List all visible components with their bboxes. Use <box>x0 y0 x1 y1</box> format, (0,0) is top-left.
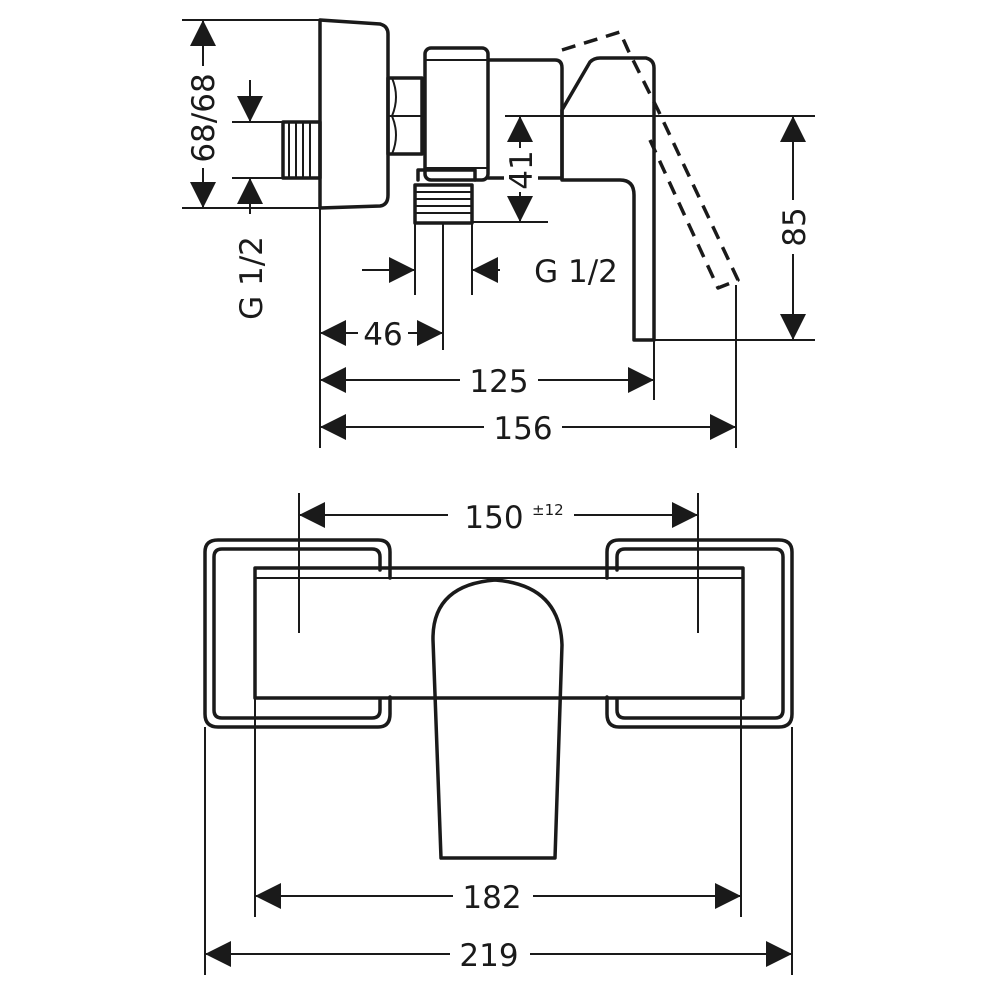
label-outlet-thread: G 1/2 <box>534 254 618 290</box>
front-left-connector <box>203 538 392 729</box>
label-center-distance: 150 <box>464 500 523 536</box>
front-valve-body <box>253 566 745 700</box>
dimension-height-outlet: 41 <box>504 116 540 222</box>
dimension-body-width: 182 <box>255 878 741 916</box>
label-inlet-thread: G 1/2 <box>234 236 270 320</box>
dimension-lever-height: 85 <box>776 116 813 340</box>
dimension-outlet-offset: 46 <box>320 316 443 353</box>
side-lever-open <box>561 30 740 290</box>
side-valve-body <box>423 46 564 182</box>
label-outlet-offset: 46 <box>363 317 402 353</box>
side-rosette <box>318 18 390 210</box>
front-right-connector <box>605 538 794 729</box>
side-view: 68/68 G 1/2 41 85 <box>182 18 815 448</box>
side-inlet-thread <box>281 120 322 180</box>
label-depth-total: 156 <box>493 411 552 447</box>
label-body-width: 182 <box>462 880 521 916</box>
dimension-center-distance: 150 ±12 <box>299 497 698 536</box>
side-outlet-thread <box>413 168 477 225</box>
side-extension-lines <box>182 19 815 448</box>
dimension-depth-total: 156 <box>320 409 736 447</box>
label-total-width: 219 <box>459 938 518 974</box>
label-height-outlet: 41 <box>504 150 540 189</box>
side-hex-nut <box>386 76 424 156</box>
dimension-outlet-thread: G 1/2 <box>362 254 618 290</box>
side-lever <box>560 56 656 342</box>
front-view: 150 ±12 182 219 <box>203 493 794 975</box>
label-lever-height: 85 <box>777 207 813 246</box>
dimension-inlet-thread: G 1/2 <box>234 80 270 320</box>
dimension-height-total: 68/68 <box>186 20 222 208</box>
dimension-depth-lever: 125 <box>320 362 654 400</box>
dimension-total-width: 219 <box>205 936 792 974</box>
front-lever <box>431 578 564 860</box>
label-depth-lever: 125 <box>469 364 528 400</box>
label-center-tolerance: ±12 <box>532 501 564 519</box>
label-height-total: 68/68 <box>186 73 222 162</box>
